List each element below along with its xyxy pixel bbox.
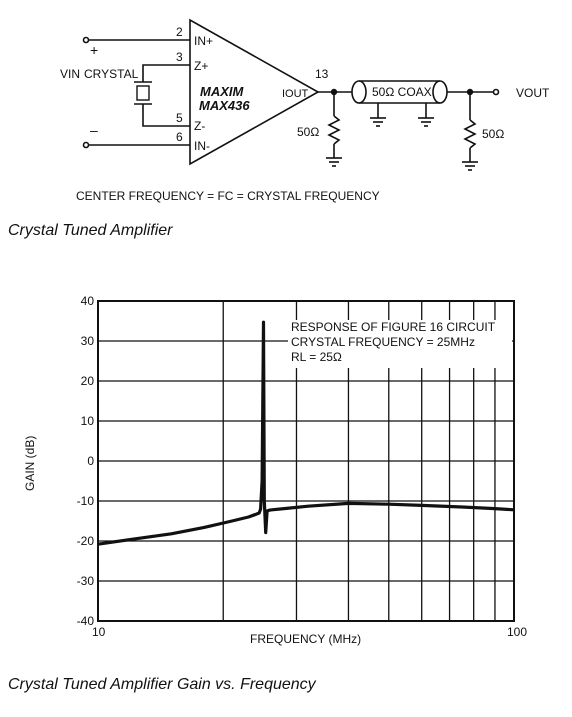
- minus-sign: –: [90, 122, 98, 138]
- pin-number-5: 5: [176, 111, 183, 125]
- y-tick-label: 10: [81, 414, 95, 428]
- y-tick-label: -40: [77, 614, 95, 628]
- gain-curve: [97, 320, 515, 546]
- schematic: [82, 18, 500, 171]
- vin-label: VIN: [60, 67, 80, 81]
- plus-sign: +: [90, 42, 98, 58]
- annotation-box: [288, 320, 512, 368]
- pin-label-z-minus: Z-: [194, 119, 205, 133]
- y-tick-label: -30: [77, 574, 95, 588]
- resistor-r2: [463, 119, 477, 149]
- x-axis-label: FREQUENCY (MHz): [250, 632, 361, 646]
- schematic-caption: Crystal Tuned Amplifier: [8, 222, 173, 239]
- iout-label: IOUT: [282, 88, 309, 100]
- r1-label: 50Ω: [297, 125, 319, 139]
- y-tick-label: 40: [81, 294, 95, 308]
- annotation-line-1: RESPONSE OF FIGURE 16 CIRCUIT: [291, 320, 496, 334]
- annotation-line-2: CRYSTAL FREQUENCY = 25MHz: [291, 335, 475, 349]
- annotation-line-3: RL = 25Ω: [291, 350, 342, 364]
- y-tick-labels: 40 30 20 10 0 -10 -20 -30 -40: [77, 294, 95, 628]
- coax-label: 50Ω COAX: [372, 85, 432, 99]
- y-tick-label: -10: [77, 494, 95, 508]
- vout-label: VOUT: [516, 86, 550, 100]
- y-tick-label: 30: [81, 334, 95, 348]
- pin-label-in-plus: IN+: [194, 34, 213, 48]
- pin-number-6: 6: [176, 130, 183, 144]
- r2-label: 50Ω: [482, 127, 504, 141]
- brand-logo: MAXIM: [200, 84, 245, 99]
- y-tick-label: 20: [81, 374, 95, 388]
- x-tick-label-10: 10: [92, 625, 106, 639]
- part-number: MAX436: [199, 98, 250, 113]
- chart-caption: Crystal Tuned Amplifier Gain vs. Frequen…: [8, 676, 316, 693]
- y-axis-label: GAIN (dB): [23, 436, 37, 491]
- schematic-note: CENTER FREQUENCY = FC = CRYSTAL FREQUENC…: [76, 189, 380, 203]
- crystal-label: CRYSTAL: [84, 67, 139, 81]
- y-tick-label: -20: [77, 534, 95, 548]
- y-tick-label: 0: [87, 454, 94, 468]
- pin-label-z-plus: Z+: [194, 59, 208, 73]
- pin-number-3: 3: [176, 50, 183, 64]
- resistor-r1: [327, 115, 341, 145]
- x-tick-label-100: 100: [507, 625, 527, 639]
- pin-label-in-minus: IN-: [194, 139, 210, 153]
- out-pin-number: 13: [315, 67, 329, 81]
- pin-number-2: 2: [176, 25, 183, 39]
- amplifier-triangle: [189, 18, 320, 166]
- chart-series: [97, 320, 515, 546]
- chart-frame: [97, 300, 515, 622]
